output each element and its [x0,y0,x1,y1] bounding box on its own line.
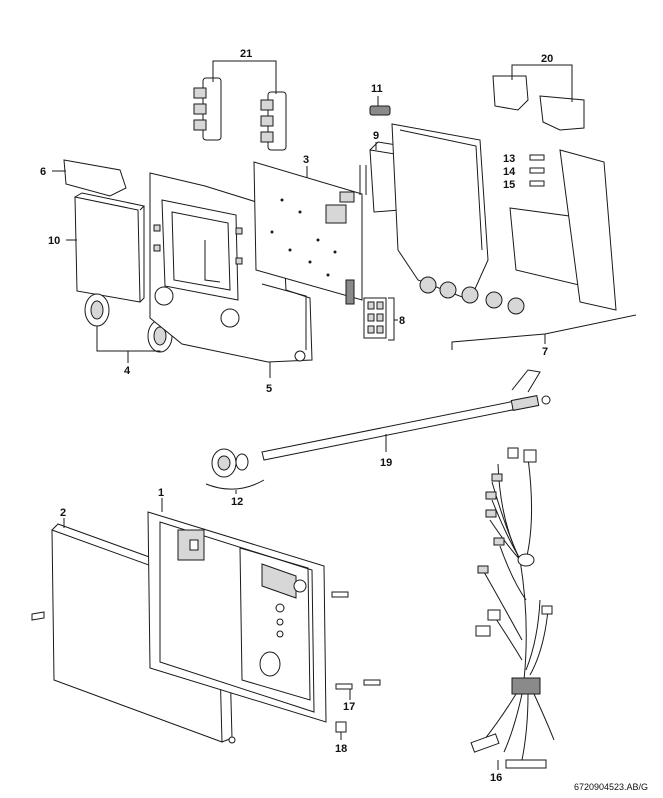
label-6: 6 [40,166,46,178]
label-7: 7 [542,346,548,358]
part-7-valve-housing: 7 [391,123,637,358]
part-11-clip: 11 [369,83,391,116]
label-14: 14 [503,166,516,178]
part-3-circuit-board: 3 [253,154,363,305]
part-12-nut: 12 [205,448,265,508]
part-10-cover-panel: 10 [48,192,146,303]
label-18: 18 [335,743,347,755]
label-17: 17 [343,701,355,713]
label-2: 2 [60,507,66,519]
label-19: 19 [380,457,392,469]
part-19-tube: 19 [261,369,551,469]
label-20: 20 [541,53,553,65]
label-9: 9 [373,130,379,142]
label-10: 10 [48,235,60,247]
label-13: 13 [503,153,515,165]
part-18-fitting: 18 [335,721,347,755]
label-12: 12 [231,496,243,508]
label-15: 15 [503,179,515,191]
parts-13-14-15-screws: 13 14 15 [503,153,545,191]
label-1: 1 [158,487,164,499]
part-16-wiring-harness: 16 [470,447,555,784]
part-21-connector-strips: 21 [193,48,287,151]
part-6-bracket: 6 [40,159,127,197]
label-21: 21 [240,48,252,60]
drawing-code: 6720904523.AB/G [574,782,648,792]
label-5: 5 [266,383,272,395]
part-8-terminal-block: 8 [363,297,405,341]
label-16: 16 [490,772,502,784]
label-11: 11 [371,83,383,95]
label-3: 3 [303,154,309,166]
label-8: 8 [399,315,405,327]
label-4: 4 [124,365,131,377]
part-20-brackets: 20 [492,53,585,131]
part-4-knobs: 4 [84,293,173,377]
part-1-front-frame: 1 [147,487,327,723]
part-17-screws: 17 [331,591,381,713]
